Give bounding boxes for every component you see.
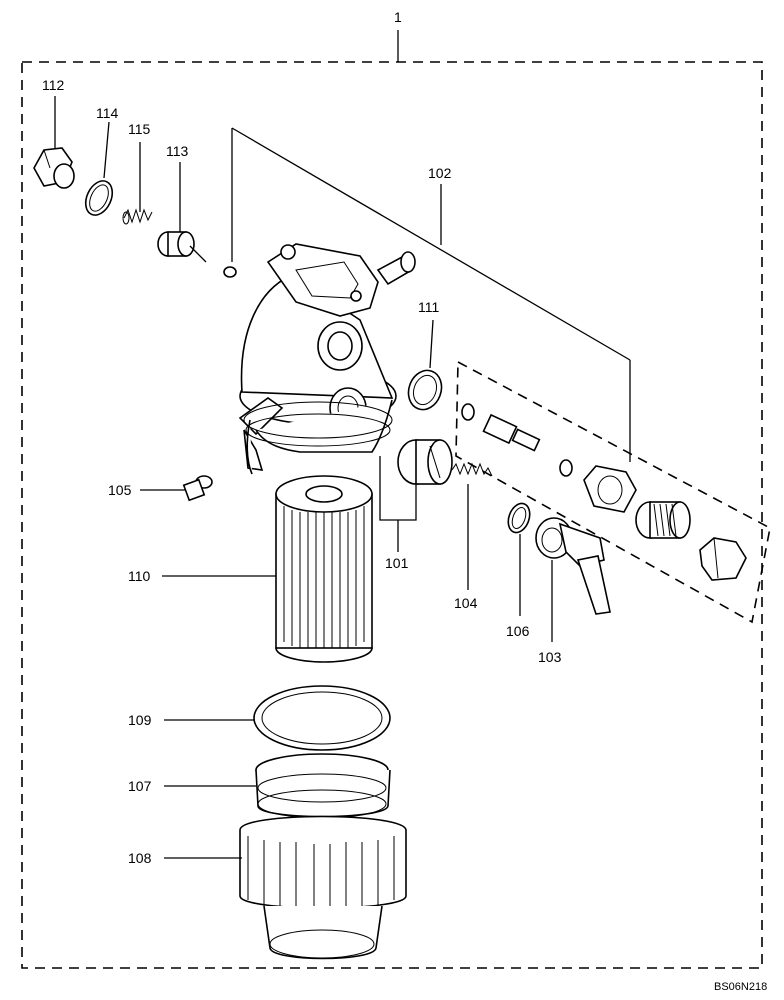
part-113-check-valve [157, 231, 207, 263]
part-101-valve-body [397, 439, 453, 485]
part-115-spring [122, 208, 153, 225]
label-115: 115 [128, 121, 151, 137]
part-111-o-ring [407, 369, 443, 411]
label-113: 113 [166, 143, 189, 159]
label-109: 109 [128, 712, 152, 728]
assembly-number: 1 [394, 9, 402, 25]
label-103: 103 [538, 649, 562, 665]
label-104: 104 [454, 595, 478, 611]
label-114: 114 [96, 105, 119, 121]
part-109-o-ring [253, 685, 391, 751]
part-105-bleed-screw [182, 475, 213, 502]
part-107-bowl [255, 753, 391, 819]
filter-head-housing [238, 243, 416, 475]
label-112: 112 [42, 77, 65, 93]
valve-subassembly-boundary [455, 360, 771, 624]
label-110: 110 [128, 568, 151, 584]
part-112-hex-plug [33, 147, 75, 189]
label-106: 106 [506, 623, 530, 639]
part-106-o-ring [507, 502, 531, 534]
label-107: 107 [128, 778, 152, 794]
label-111: 111 [418, 299, 439, 315]
washer-upper [461, 403, 475, 421]
part-114-o-ring [84, 180, 114, 216]
part-110-filter-element [275, 475, 373, 663]
small-washer [223, 266, 237, 278]
part-104-spring [451, 462, 493, 477]
hex-bushing [583, 465, 637, 513]
drawing-code: BS06N218 [714, 981, 767, 993]
label-108: 108 [128, 850, 152, 866]
end-cap-plug [699, 537, 747, 581]
label-105: 105 [108, 482, 132, 498]
part-103-cock-lever [535, 517, 611, 615]
strainer-coil [635, 501, 691, 539]
label-102: 102 [428, 165, 452, 181]
label-101: 101 [385, 555, 409, 571]
valve-pin [482, 413, 541, 452]
assembly-boundary [21, 61, 763, 969]
part-108-ring-nut [239, 815, 407, 960]
washer-middle [559, 459, 573, 477]
